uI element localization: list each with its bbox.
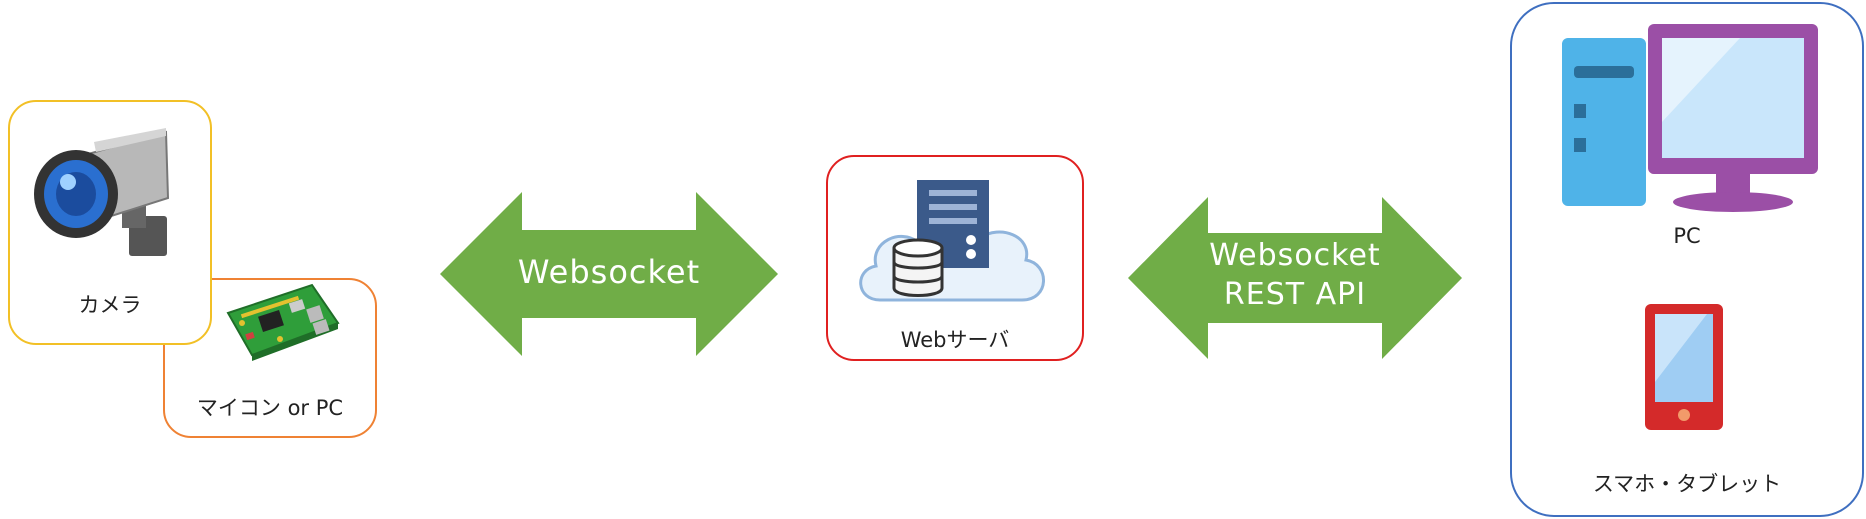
right-connection-label-line1: Websocket xyxy=(1209,238,1381,273)
microcontroller-label: マイコン or PC xyxy=(196,396,344,420)
left-connection-label: Websocket xyxy=(517,253,701,291)
server-icon xyxy=(915,178,991,270)
mobile-label: スマホ・タブレット xyxy=(1592,472,1782,496)
web-server-label: Webサーバ xyxy=(900,328,1010,352)
camera-label: カメラ xyxy=(78,293,142,317)
database-icon xyxy=(892,238,944,298)
desktop-pc-icon xyxy=(1560,22,1820,214)
camera-icon xyxy=(34,128,189,260)
websocket-rest-arrow-right xyxy=(1128,197,1462,359)
pc-label: PC xyxy=(1673,224,1701,248)
circuit-board-icon xyxy=(220,283,342,363)
smartphone-icon xyxy=(1643,302,1725,432)
websocket-arrow-left xyxy=(440,192,778,356)
right-connection-label-line2: REST API xyxy=(1223,277,1367,312)
